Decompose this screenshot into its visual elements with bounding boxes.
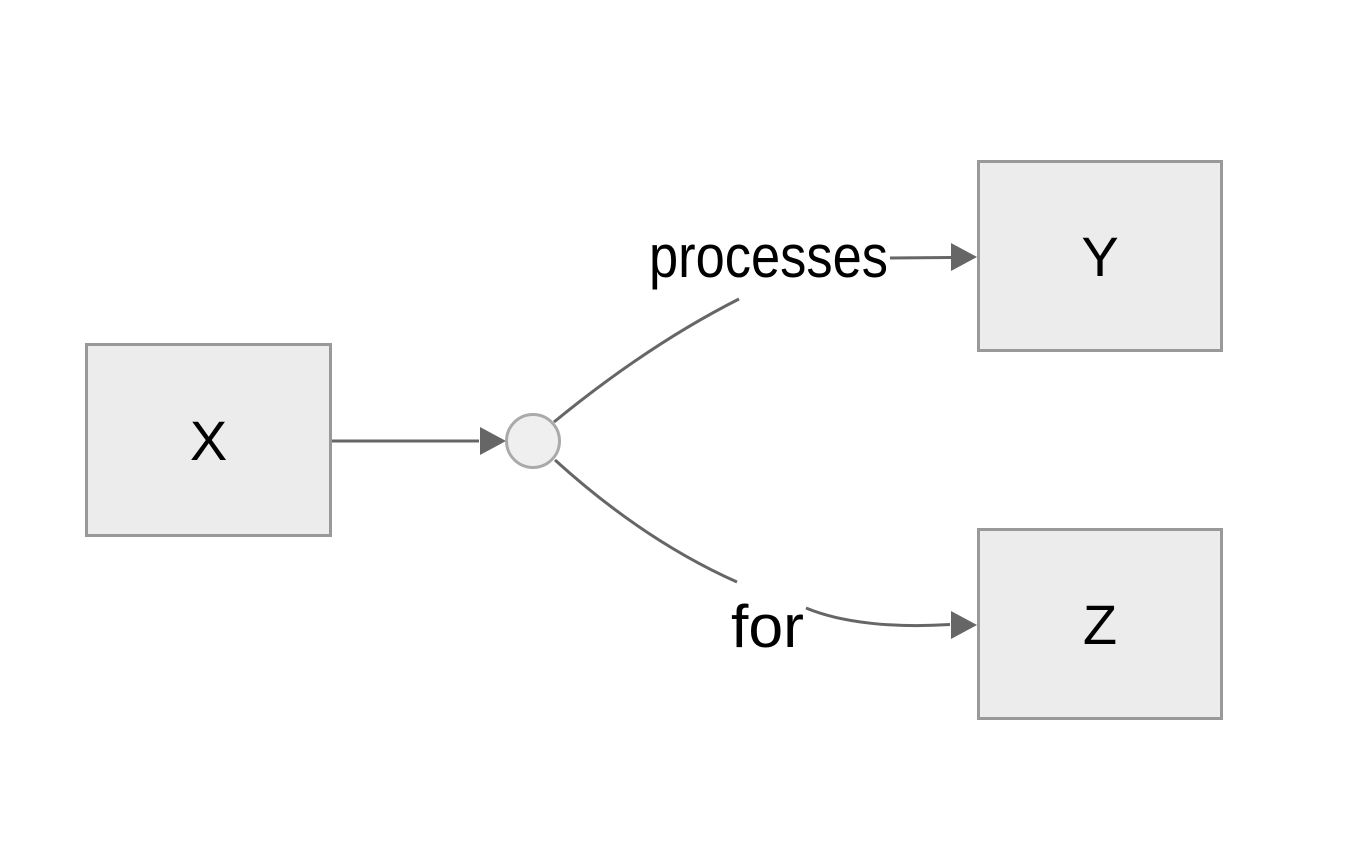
node-y-box xyxy=(977,160,1223,352)
node-x-label: X xyxy=(190,409,227,472)
node-y: Y xyxy=(977,160,1223,352)
node-x-box xyxy=(85,343,332,537)
junction-circle xyxy=(505,413,561,469)
node-z: Z xyxy=(977,528,1223,720)
arrowhead-icon xyxy=(951,611,977,639)
node-y-label: Y xyxy=(1081,225,1118,288)
edge-processes-to-y-line xyxy=(889,256,952,260)
node-z-box xyxy=(977,528,1223,720)
edge-junction-to-y-curve xyxy=(553,297,740,424)
edge-junction-to-z: for xyxy=(553,458,977,660)
edge-label-for: for xyxy=(731,593,804,660)
edge-junction-to-z-curve xyxy=(553,458,738,584)
edge-x-to-junction xyxy=(332,427,506,455)
edge-junction-to-y: processes xyxy=(553,223,977,424)
node-z-label: Z xyxy=(1083,593,1117,656)
arrowhead-icon xyxy=(480,427,506,455)
edge-for-to-z-curve xyxy=(805,606,951,628)
edge-label-processes: processes xyxy=(649,223,888,290)
node-x: X xyxy=(85,343,332,537)
arrowhead-icon xyxy=(951,243,977,271)
